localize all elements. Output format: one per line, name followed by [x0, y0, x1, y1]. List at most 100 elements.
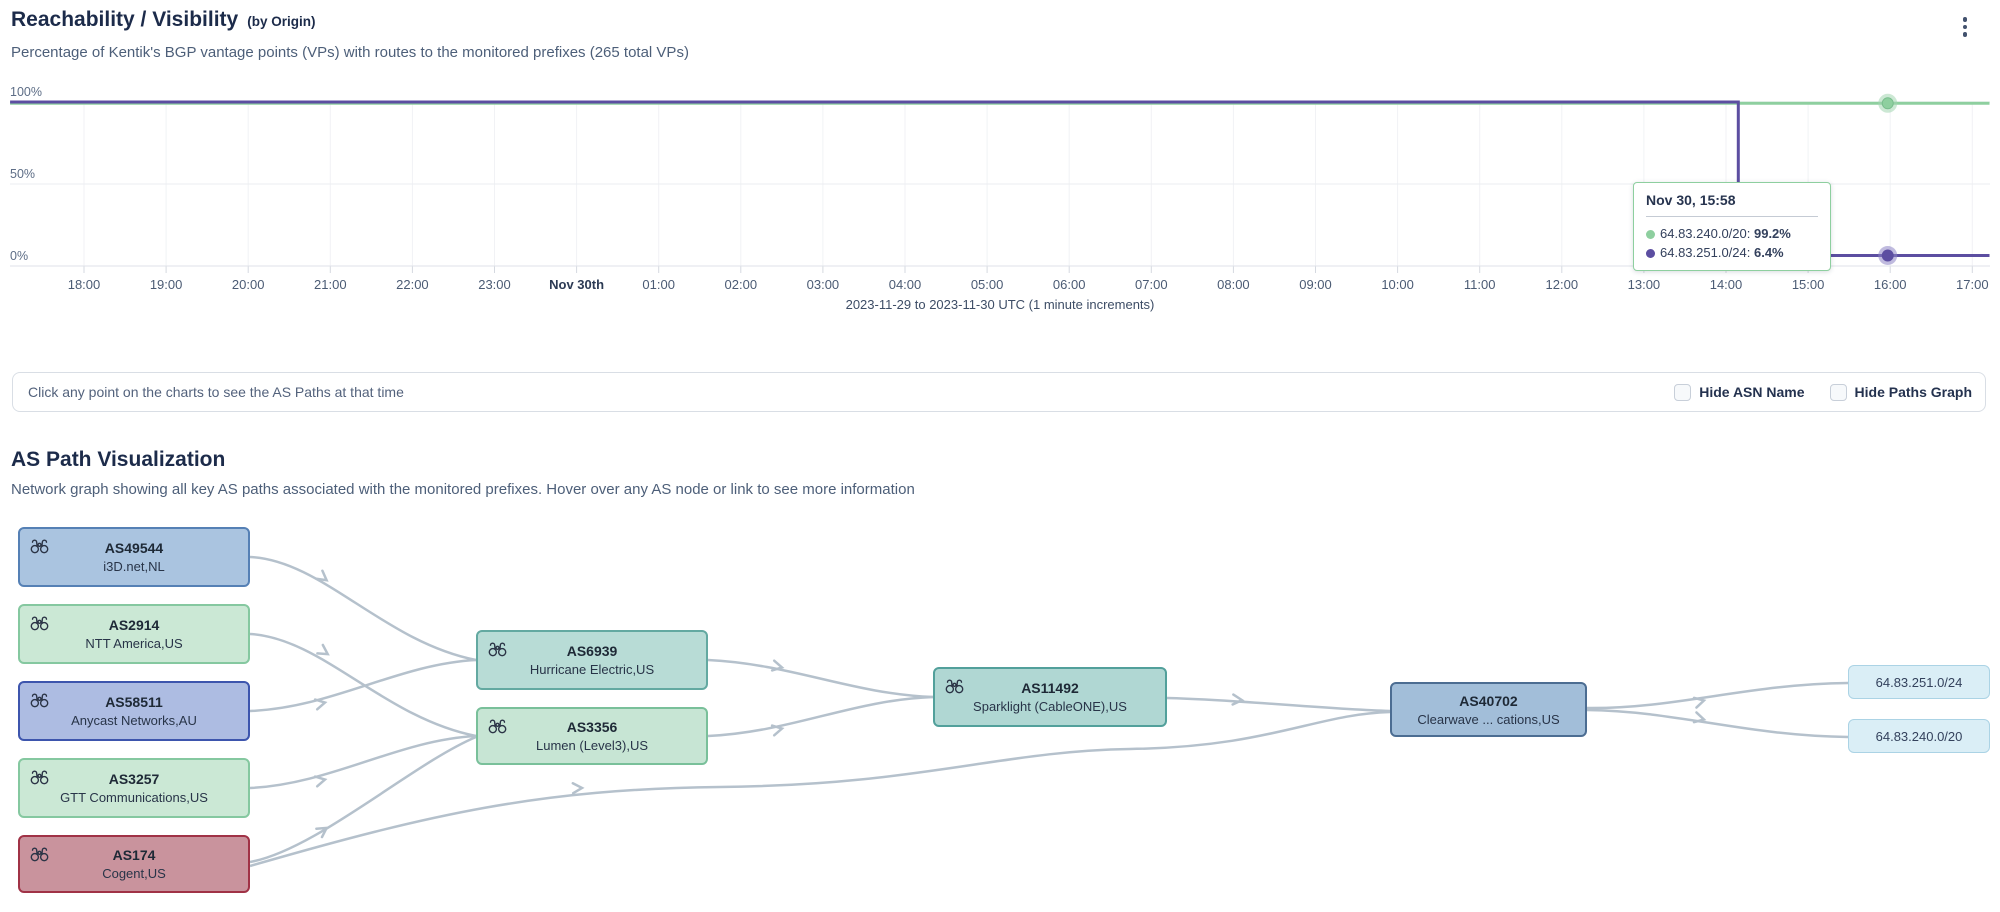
binoculars-icon [945, 679, 964, 694]
aspath-subtitle: Network graph showing all key AS paths a… [11, 481, 915, 498]
binoculars-icon [30, 693, 49, 708]
as-node-asn: AS6939 [566, 643, 618, 659]
checkbox-label: Hide ASN Name [1699, 384, 1805, 400]
edge-AS3356-AS11492[interactable] [707, 695, 934, 738]
as-node-asn: AS40702 [1459, 692, 1518, 709]
series-dot-icon [1646, 230, 1655, 239]
hide-paths-graph-checkbox[interactable]: Hide Paths Graph [1829, 383, 1972, 401]
as-node-asn: AS3257 [108, 771, 160, 787]
as-node-name: Clearwave ... cations,US [1417, 711, 1560, 727]
edge-AS49544-AS6939[interactable] [249, 555, 477, 662]
hover-marker[interactable] [1881, 249, 1894, 262]
chart-caption: 2023-11-29 to 2023-11-30 UTC (1 minute i… [845, 297, 1155, 312]
as-node-name: GTT Communications,US [60, 790, 208, 805]
as-node-name: NTT America,US [85, 636, 183, 651]
binoculars-icon [30, 616, 49, 631]
y-tick-label: 50% [10, 167, 35, 181]
y-tick-label: 0% [10, 249, 28, 263]
x-tick-label: 12:00 [1546, 277, 1579, 292]
page-header: Reachability / Visibility (by Origin) [11, 8, 315, 32]
x-tick-label: 19:00 [150, 277, 183, 292]
tooltip-row-label: 64.83.251.0/24: [1660, 245, 1751, 260]
x-tick-label: 09:00 [1299, 277, 1332, 292]
as-node-AS49544[interactable]: AS49544 i3D.net,NL [18, 527, 250, 587]
tooltip-row-value: 6.4% [1753, 245, 1784, 260]
x-tick-label: 10:00 [1381, 277, 1414, 292]
as-node-name: Sparklight (CableONE),US [973, 699, 1127, 714]
page-subtitle: Percentage of Kentik's BGP vantage point… [11, 44, 689, 61]
edge-AS174-AS40702[interactable] [249, 710, 1391, 868]
x-tick-label: 03:00 [807, 277, 840, 292]
checkbox-label: Hide Paths Graph [1854, 384, 1972, 400]
tooltip-row: 64.83.251.0/24: 6.4% [1646, 243, 1818, 262]
prefix-node-64.83.240.0/20[interactable]: 64.83.240.0/20 [1848, 719, 1990, 753]
as-node-name: Lumen (Level3),US [536, 738, 648, 753]
page-title-suffix: (by Origin) [247, 14, 316, 29]
y-tick-label: 100% [10, 85, 42, 99]
hide-asn-name-checkbox[interactable]: Hide ASN Name [1674, 383, 1805, 401]
x-tick-label: 15:00 [1792, 277, 1825, 292]
as-node-asn: AS2914 [108, 617, 160, 633]
as-node-name: Hurricane Electric,US [529, 662, 655, 677]
checkbox-icon[interactable] [1674, 383, 1692, 401]
x-tick-label: 14:00 [1710, 277, 1743, 292]
edge-AS58511-AS6939[interactable] [249, 658, 477, 713]
tooltip-time: Nov 30, 15:58 [1646, 192, 1736, 208]
tooltip-row-value: 99.2% [1753, 226, 1791, 241]
as-node-name: i3D.net,NL [103, 559, 165, 574]
edge-AS3257-AS3356[interactable] [249, 734, 477, 790]
edge-AS40702-P20[interactable] [1586, 708, 1849, 739]
edge-AS11492-AS40702[interactable] [1166, 696, 1391, 713]
kebab-menu-icon[interactable] [1956, 12, 1974, 42]
info-message: Click any point on the charts to see the… [28, 384, 404, 400]
as-node-asn: AS3356 [566, 719, 618, 735]
x-tick-label: 13:00 [1628, 277, 1661, 292]
aspath-info-bar: Click any point on the charts to see the… [12, 372, 1986, 412]
x-tick-label: 17:00 [1956, 277, 1989, 292]
binoculars-icon [488, 719, 507, 734]
x-tick-label: 05:00 [971, 277, 1004, 292]
x-tick-label: 08:00 [1217, 277, 1250, 292]
x-tick-label: 04:00 [889, 277, 922, 292]
as-node-name: Anycast Networks,AU [71, 713, 197, 728]
edge-AS174-AS3356[interactable] [249, 735, 477, 864]
binoculars-icon [30, 539, 49, 554]
checkbox-icon[interactable] [1829, 383, 1847, 401]
x-tick-label: 20:00 [232, 277, 265, 292]
x-tick-label: 21:00 [314, 277, 347, 292]
as-node-asn: AS49544 [104, 540, 164, 556]
x-tick-label: 18:00 [68, 277, 101, 292]
edge-AS6939-AS11492[interactable] [707, 658, 934, 699]
binoculars-icon [30, 770, 49, 785]
x-tick-label: 06:00 [1053, 277, 1086, 292]
series-line-64.83.251.0/24[interactable] [10, 100, 1990, 257]
hover-marker[interactable] [1881, 97, 1894, 110]
x-tick-label: 01:00 [642, 277, 675, 292]
tooltip-row: 64.83.240.0/20: 99.2% [1646, 224, 1818, 243]
page-title: Reachability / Visibility [11, 8, 239, 31]
x-tick-label: 02:00 [725, 277, 758, 292]
binoculars-icon [488, 642, 507, 657]
x-tick-label: 11:00 [1464, 277, 1496, 292]
x-tick-label: 23:00 [478, 277, 511, 292]
edge-AS2914-AS3356[interactable] [249, 632, 477, 738]
as-node-asn: AS58511 [105, 694, 163, 710]
series-dot-icon [1646, 249, 1655, 258]
x-tick-label: Nov 30th [549, 277, 604, 292]
tooltip-row-label: 64.83.240.0/20: [1660, 226, 1751, 241]
binoculars-icon [30, 847, 49, 862]
chart-tooltip: Nov 30, 15:58 64.83.240.0/20: 99.2% 64.8… [1633, 182, 1831, 271]
edge-AS40702-P24[interactable] [1586, 681, 1849, 710]
prefix-node-64.83.251.0/24[interactable]: 64.83.251.0/24 [1848, 665, 1990, 699]
x-tick-label: 16:00 [1874, 277, 1907, 292]
